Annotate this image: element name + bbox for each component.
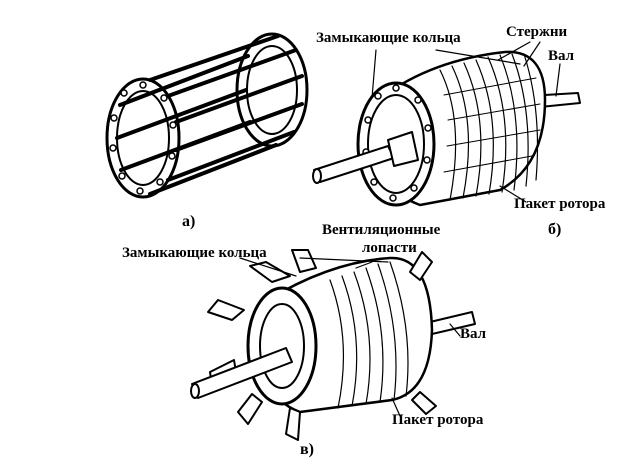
caption-b: б): [548, 221, 562, 238]
caption-c: в): [300, 441, 314, 458]
squirrel-cage-winding: [105, 32, 309, 199]
caption-a: а): [182, 213, 196, 230]
label-blades: лопасти: [362, 240, 417, 256]
assembled-rotor-with-shaft: [312, 50, 581, 207]
label-shaft-b: Вал: [548, 48, 575, 64]
label-closing-rings-c: Замыкающие кольца: [122, 245, 267, 261]
leader-lines: [239, 41, 561, 417]
label-ventilation: Вентиляционные: [322, 222, 441, 238]
rotor-with-ventilation-blades: [190, 249, 476, 441]
label-closing-rings-b: Замыкающие кольца: [316, 30, 461, 46]
label-shaft-c: Вал: [460, 326, 487, 342]
label-bars: Стержни: [506, 24, 568, 40]
label-rotor-core-b: Пакет ротора: [514, 196, 606, 212]
label-rotor-core-c: Пакет ротора: [392, 412, 484, 428]
